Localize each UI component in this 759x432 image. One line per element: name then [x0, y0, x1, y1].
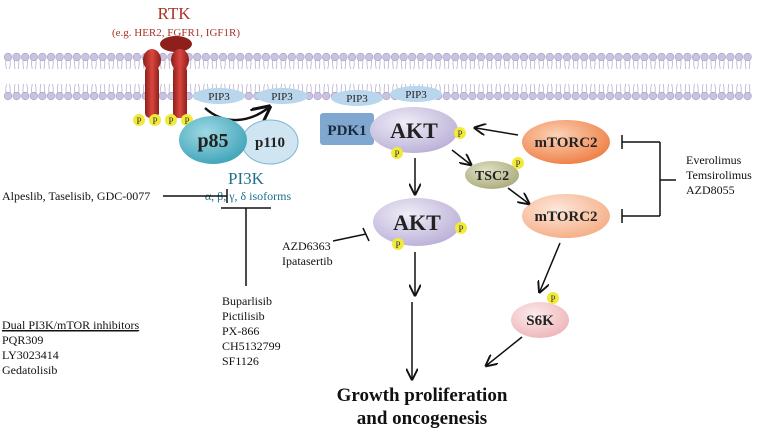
svg-text:p85: p85	[197, 130, 228, 152]
svg-text:P: P	[152, 116, 157, 126]
inhibitor-item: SF1126	[222, 354, 259, 368]
inhibitor-item: AZD6363	[282, 239, 331, 253]
pip3-c: PIP3	[331, 90, 383, 106]
inhibitor-item: CH5132799	[222, 339, 281, 353]
akt-membrane-node: AKT	[370, 107, 458, 153]
mtorc2-top-node: mTORC2	[522, 120, 610, 164]
svg-text:TSC2: TSC2	[475, 169, 509, 184]
pi3k-name: PI3K	[228, 169, 265, 188]
inhibitor-item: Everolimus	[686, 153, 742, 167]
svg-text:P: P	[184, 116, 189, 126]
svg-text:S6K: S6K	[526, 313, 554, 329]
inhibitor-item: Pictilisib	[222, 309, 265, 323]
svg-text:AKT: AKT	[390, 118, 438, 143]
arrow-s6k-to-growth	[487, 336, 523, 365]
svg-text:p110: p110	[255, 135, 285, 151]
outcome-line-2: and oncogenesis	[357, 408, 487, 429]
tsc2-phosphate: P	[512, 157, 524, 169]
pip2-to-pip3-arrow	[204, 108, 268, 120]
inhibitor-item: Ipatasertib	[282, 254, 333, 268]
rtk-title: RTK	[158, 4, 192, 23]
inhibitor-item: Temsirolimus	[686, 168, 752, 182]
rtk-ligand	[160, 36, 192, 52]
pi3k-p85: p85	[179, 116, 247, 164]
pan-pi3k-inhibitor-list: Buparlisib Pictilisib PX-866 CH5132799 S…	[222, 294, 281, 368]
svg-text:P: P	[168, 116, 173, 126]
cell-membrane	[3, 52, 752, 101]
arrow-mtorc2-to-s6k	[540, 242, 561, 291]
svg-text:P: P	[457, 129, 462, 139]
pip3-a: PIP3	[193, 88, 245, 104]
akt-cytosol-node: AKT	[373, 198, 461, 246]
svg-text:P: P	[458, 224, 463, 234]
mtorc2-bottom-node: mTORC2	[522, 194, 610, 238]
svg-text:mTORC2: mTORC2	[534, 135, 597, 151]
inhibitor-item: AZD8055	[686, 183, 735, 197]
inhibitor-item: Buparlisib	[222, 294, 272, 308]
phosphate-1: P	[133, 114, 145, 126]
phosphate-3: P	[165, 114, 177, 126]
svg-text:mTORC2: mTORC2	[534, 209, 597, 225]
svg-text:P: P	[550, 294, 555, 304]
rtk-examples: (e.g. HER2, FGFR1, IGF1R)	[112, 27, 240, 39]
s6k-phosphate: P	[547, 292, 559, 304]
svg-text:P: P	[395, 240, 400, 250]
svg-text:P: P	[394, 149, 399, 159]
s6k-node: S6K	[511, 302, 569, 338]
outcome-line-1: Growth proliferation	[337, 385, 508, 406]
pi3k-p110: p110	[241, 119, 299, 165]
svg-text:P: P	[136, 116, 141, 126]
rtk-left-chain	[143, 49, 161, 118]
inhibitor-item: PQR309	[2, 333, 43, 347]
mtor-inhibitor-list: Everolimus Temsirolimus AZD8055	[686, 153, 752, 197]
tsc2-node: TSC2	[465, 161, 519, 189]
akt-cytosol-phosphate-left: P	[392, 238, 404, 250]
arrow-akt-to-tsc2	[451, 149, 470, 164]
pdk1-node: PDK1	[320, 113, 374, 145]
rtk-right-chain	[171, 49, 189, 118]
inhibitor-item: LY3023414	[2, 348, 59, 362]
svg-text:PIP3: PIP3	[346, 93, 368, 105]
akt-inhibitor-list: AZD6363 Ipatasertib	[282, 239, 333, 268]
svg-text:P: P	[515, 159, 520, 169]
inhibit-akt-line	[332, 233, 367, 242]
akt-membrane-phosphate-right: P	[454, 127, 466, 139]
svg-text:PIP3: PIP3	[271, 91, 293, 103]
akt-membrane-phosphate-left: P	[391, 147, 403, 159]
arrow-tsc2-to-mtorc2	[507, 187, 528, 203]
svg-text:PIP3: PIP3	[405, 89, 427, 101]
inhibitor-item: Gedatolisib	[2, 363, 57, 377]
arrow-mtorc2-to-akt	[476, 128, 519, 136]
rtk-phosphates: P P P P	[133, 114, 193, 126]
activation-arrows	[412, 128, 561, 378]
pi3k-alpha-inhibitors: Alpeslib, Taselisib, GDC-0077	[2, 189, 150, 203]
inhibitor-item: PX-866	[222, 324, 259, 338]
akt-cytosol-phosphate-right: P	[455, 222, 467, 234]
dual-inhibitors-title: Dual PI3K/mTOR inhibitors	[2, 318, 139, 332]
svg-text:AKT: AKT	[393, 210, 441, 235]
pip3-b: PIP3	[256, 88, 308, 104]
dual-inhibitor-list: Dual PI3K/mTOR inhibitors PQR309 LY30234…	[2, 318, 139, 377]
phosphate-2: P	[149, 114, 161, 126]
svg-text:PIP3: PIP3	[208, 91, 230, 103]
inhibit-akt-bar	[362, 227, 370, 242]
pip3-d: PIP3	[390, 86, 442, 102]
inhibition-lines	[163, 135, 676, 286]
rtk-receptor	[143, 36, 192, 118]
svg-text:PDK1: PDK1	[327, 123, 366, 139]
